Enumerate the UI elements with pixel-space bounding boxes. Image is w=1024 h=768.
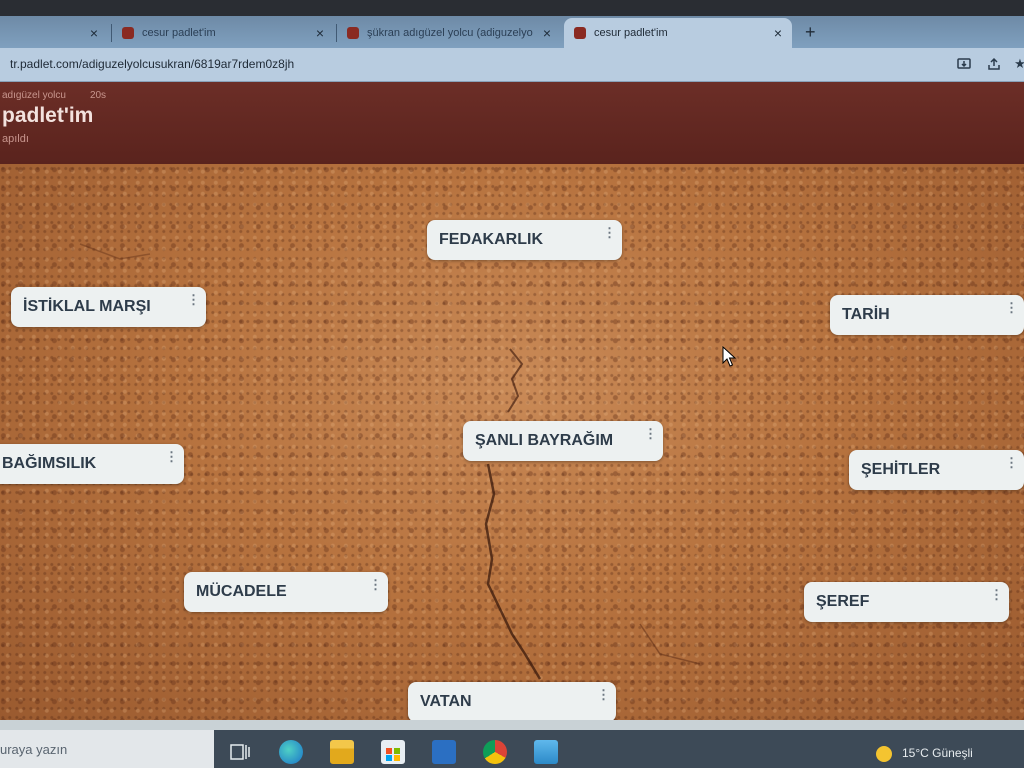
post-label: İSTİKLAL MARŞI <box>23 298 151 315</box>
padlet-favicon-icon <box>574 27 586 39</box>
post-menu-icon[interactable]: ⋮ <box>597 687 610 702</box>
photos-app-icon[interactable] <box>534 740 558 764</box>
bookmark-star-icon[interactable]: ★ <box>1014 56 1024 71</box>
post-card[interactable]: FEDAKARLIK ⋮ <box>427 220 622 260</box>
url-field[interactable]: tr.padlet.com/adiguzelyolcusukran/6819ar… <box>10 57 295 71</box>
post-label: BAĞIMSILIK <box>2 455 97 472</box>
share-icon[interactable] <box>986 56 1002 72</box>
post-card[interactable]: ŞANLI BAYRAĞIM ⋮ <box>463 421 663 461</box>
padlet-canvas[interactable]: FEDAKARLIK ⋮ İSTİKLAL MARŞI ⋮ TARİH ⋮ ŞA… <box>0 164 1024 722</box>
browser-tab-bar: × cesur padlet'im × şükran adıgüzel yolc… <box>0 0 1024 48</box>
tab-title: cesur padlet'im <box>594 27 668 39</box>
post-card[interactable]: BAĞIMSILIK ⋮ <box>0 444 184 484</box>
store-icon[interactable] <box>381 740 405 764</box>
post-label: TARİH <box>842 306 890 323</box>
tab-close-icon[interactable]: × <box>773 25 782 41</box>
padlet-favicon-icon <box>347 27 359 39</box>
page-subtitle: apıldı <box>2 133 29 145</box>
padlet-header: adıgüzel yolcu 20s padlet'im apıldı <box>0 82 1024 164</box>
tab-3[interactable]: şükran adıgüzel yolcu (adiguzelyo × <box>337 18 561 48</box>
weather-widget[interactable]: 15°C Güneşli <box>876 746 973 762</box>
page-title[interactable]: padlet'im <box>2 104 94 127</box>
post-label: VATAN <box>420 693 472 710</box>
post-time: 20s <box>89 90 107 101</box>
post-menu-icon[interactable]: ⋮ <box>1005 455 1018 470</box>
post-card[interactable]: MÜCADELE ⋮ <box>184 572 388 612</box>
post-label: FEDAKARLIK <box>439 231 543 248</box>
post-menu-icon[interactable]: ⋮ <box>990 587 1003 602</box>
post-card[interactable]: ŞEHİTLER ⋮ <box>849 450 1024 490</box>
padlet-favicon-icon <box>122 27 134 39</box>
post-menu-icon[interactable]: ⋮ <box>165 449 178 464</box>
page-bottom-strip <box>0 720 1024 730</box>
new-tab-button[interactable]: + <box>805 22 816 42</box>
tab-close-icon[interactable]: × <box>315 25 324 41</box>
post-card[interactable]: ŞEREF ⋮ <box>804 582 1009 622</box>
install-app-icon[interactable] <box>956 56 972 72</box>
mouse-cursor-icon <box>722 346 736 367</box>
taskbar: uraya yazın 15°C Güneşli <box>0 730 1024 768</box>
post-label: ŞEHİTLER <box>861 461 941 478</box>
tab-title: cesur padlet'im <box>142 27 216 39</box>
tab-1[interactable]: × <box>0 18 108 48</box>
post-menu-icon[interactable]: ⋮ <box>1005 300 1018 315</box>
weather-text: 15°C Güneşli <box>902 746 973 761</box>
post-menu-icon[interactable]: ⋮ <box>644 426 657 441</box>
tab-close-icon[interactable]: × <box>542 25 551 41</box>
post-card[interactable]: İSTİKLAL MARŞI ⋮ <box>11 287 206 327</box>
post-menu-icon[interactable]: ⋮ <box>187 292 200 307</box>
address-bar: tr.padlet.com/adiguzelyolcusukran/6819ar… <box>0 48 1024 82</box>
tab-active[interactable]: cesur padlet'im × <box>564 18 792 48</box>
edge-browser-icon[interactable] <box>279 740 303 764</box>
chrome-browser-icon[interactable] <box>483 740 507 764</box>
tab-2[interactable]: cesur padlet'im × <box>112 18 334 48</box>
post-menu-icon[interactable]: ⋮ <box>369 577 382 592</box>
post-menu-icon[interactable]: ⋮ <box>603 225 616 240</box>
background-crack <box>79 243 701 680</box>
tab-close-icon[interactable]: × <box>89 25 98 41</box>
taskbar-search-input[interactable]: uraya yazın <box>0 730 214 768</box>
post-card[interactable]: TARİH ⋮ <box>830 295 1024 335</box>
post-card[interactable]: VATAN ⋮ <box>408 682 616 722</box>
sun-icon <box>876 746 892 762</box>
news-app-icon[interactable] <box>432 740 456 764</box>
author-name: adıgüzel yolcu <box>2 90 66 101</box>
task-view-icon[interactable] <box>228 740 252 764</box>
author-line: adıgüzel yolcu 20s <box>2 90 106 101</box>
tab-title: şükran adıgüzel yolcu (adiguzelyo <box>367 27 533 39</box>
post-label: MÜCADELE <box>196 583 287 600</box>
post-label: ŞANLI BAYRAĞIM <box>475 432 614 449</box>
file-explorer-icon[interactable] <box>330 740 354 764</box>
post-label: ŞEREF <box>816 593 870 610</box>
